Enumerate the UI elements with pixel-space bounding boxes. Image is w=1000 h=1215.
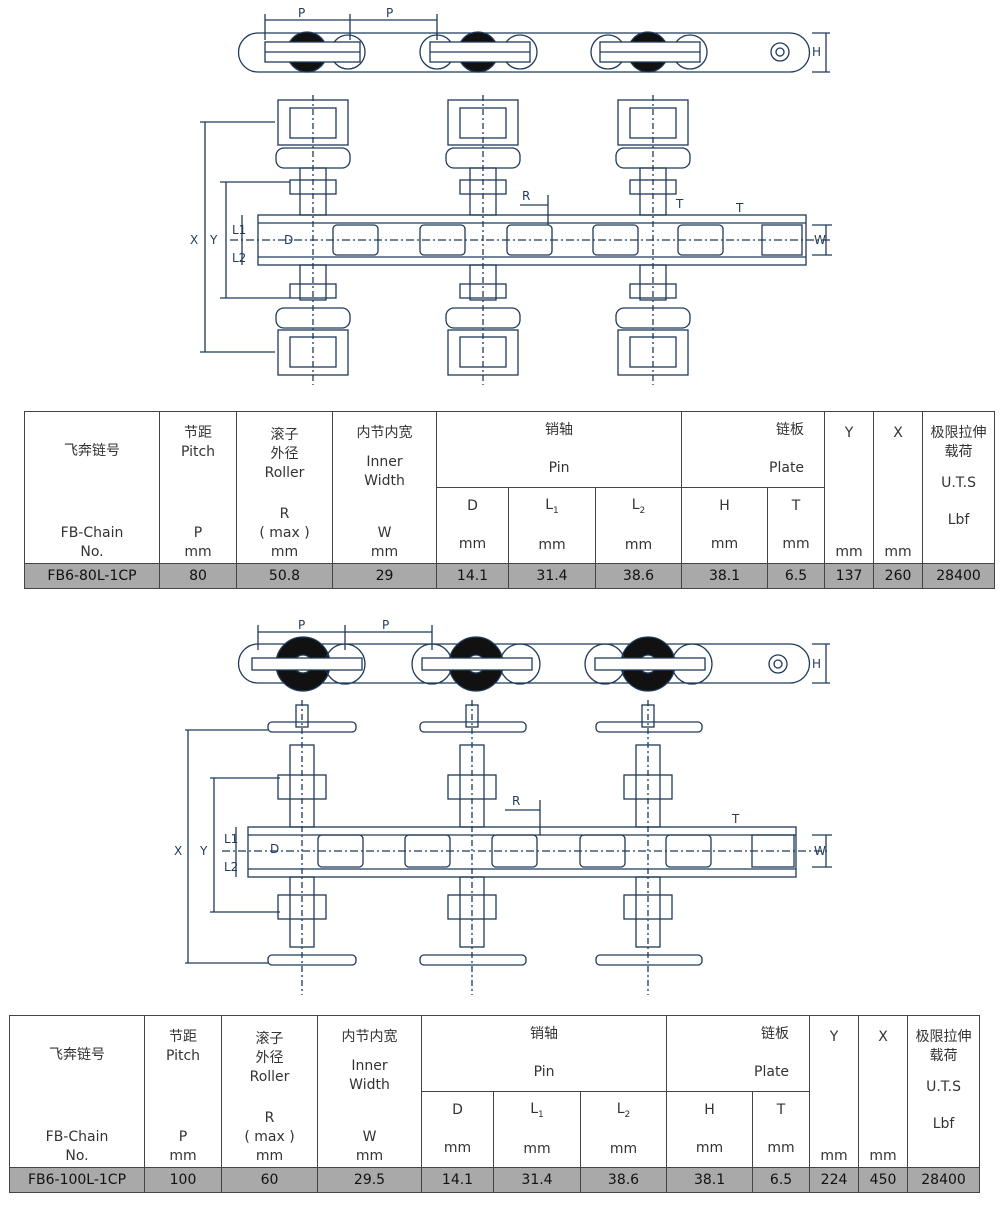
hdr-x: X mm (858, 1015, 909, 1168)
cell-pitch: 100 (144, 1167, 222, 1193)
spec-table-2: 飞奔链号 FB-Chain No. 节距 Pitch P mm (9, 1015, 981, 1193)
label-l2-1: L2 (232, 251, 246, 265)
cell-roller: 50.8 (236, 563, 333, 589)
cell-y: 224 (809, 1167, 860, 1193)
attachment-side-2-2 (419, 700, 527, 995)
label-x-1: X (190, 233, 198, 247)
chain-side-view (200, 95, 832, 385)
cell-roller: 60 (221, 1167, 318, 1193)
hdr-uts: 极限拉伸 载荷 U.T.S Lbf (922, 411, 996, 564)
hdr-uts: 极限拉伸 载荷 U.T.S Lbf (907, 1015, 981, 1168)
label-height-2: H (812, 657, 821, 671)
cell-width: 29 (332, 563, 437, 589)
attachment-top-2-2 (411, 636, 541, 692)
cell-uts: 28400 (907, 1167, 981, 1193)
cell-h: 38.1 (681, 563, 769, 589)
cell-t: 6.5 (752, 1167, 811, 1193)
label-t-2: T (731, 812, 740, 826)
hdr-pitch: 节距 Pitch P mm (159, 411, 237, 564)
cell-l1: 31.4 (508, 563, 596, 589)
hdr-pin: 销轴 Pin (420, 1015, 668, 1092)
label-r-1: R (522, 189, 530, 203)
label-r-2: R (512, 794, 520, 808)
hdr-x: X mm (873, 411, 924, 564)
label-t-1a: T (675, 197, 684, 211)
chain-top-view (237, 14, 830, 73)
label-pitch-2: P (386, 6, 393, 20)
label-x-2: X (174, 844, 182, 858)
hdr-pin: 销轴 Pin (435, 411, 683, 488)
hdr-y: Y mm (809, 1015, 860, 1168)
cell-pitch: 80 (159, 563, 237, 589)
attachment-top-3 (590, 31, 708, 73)
spec-table-1: 飞奔链号 FB-Chain No. 节距 Pitch P mm (24, 411, 996, 589)
hdr-plate: 链板 Plate (666, 1015, 811, 1092)
label-y-2: Y (199, 844, 208, 858)
attachment-side-2 (445, 95, 521, 385)
hdr-pitch: 节距 Pitch P mm (144, 1015, 222, 1168)
cell-x: 450 (858, 1167, 909, 1193)
hdr-model: 飞奔链号 FB-Chain No. (9, 1015, 145, 1168)
hdr-width: 内节内宽 Inner Width W mm (317, 1015, 422, 1168)
cell-h: 38.1 (666, 1167, 754, 1193)
attachment-side-2-1 (267, 700, 357, 995)
hdr-roller: 滚子 外径 Roller R ( max ) mm (236, 411, 333, 564)
label-t-1b: T (735, 201, 744, 215)
cell-model: FB6-100L-1CP (9, 1167, 145, 1193)
cell-l2: 38.6 (594, 563, 683, 589)
chain-drawing-2: P P H (0, 605, 1000, 1005)
label-w-1: W (814, 233, 826, 247)
cell-t: 6.5 (767, 563, 826, 589)
label-w-2: W (814, 844, 826, 858)
table-row: FB6-80L-1CP 80 50.8 29 14.1 31.4 38.6 38… (24, 563, 996, 589)
label-pitch-2b: P (382, 618, 389, 632)
cell-d: 14.1 (436, 563, 509, 589)
label-d-2: D (270, 842, 279, 856)
chain-top-view-2 (237, 625, 830, 692)
label-l2-2: L2 (224, 860, 238, 874)
chain-drawing-1: P P H (0, 0, 1000, 400)
label-height: H (812, 45, 821, 59)
cell-l1: 31.4 (493, 1167, 581, 1193)
attachment-side-3 (615, 95, 691, 385)
attachment-top-2-3 (584, 636, 713, 692)
label-y-1: Y (209, 233, 218, 247)
attachment-top-2 (419, 31, 538, 73)
hdr-roller: 滚子 外径 Roller R ( max ) mm (221, 1015, 318, 1168)
attachment-side-1 (275, 95, 351, 385)
label-l1-2: L1 (224, 832, 238, 846)
cell-uts: 28400 (922, 563, 996, 589)
cell-width: 29.5 (317, 1167, 422, 1193)
hdr-model: 飞奔链号 FB-Chain No. (24, 411, 160, 564)
label-d-1: D (284, 233, 293, 247)
attachment-top-1 (264, 31, 366, 73)
label-pitch-1: P (298, 6, 305, 20)
attachment-top-2-1 (251, 636, 366, 692)
attachment-side-2-3 (595, 700, 703, 995)
chain-side-view-2 (185, 700, 832, 995)
cell-x: 260 (873, 563, 924, 589)
hdr-width: 内节内宽 Inner Width W mm (332, 411, 437, 564)
hdr-y: Y mm (824, 411, 875, 564)
table-row: FB6-100L-1CP 100 60 29.5 14.1 31.4 38.6 … (9, 1167, 981, 1193)
cell-l2: 38.6 (579, 1167, 668, 1193)
cell-y: 137 (824, 563, 875, 589)
cell-model: FB6-80L-1CP (24, 563, 160, 589)
label-pitch-2a: P (298, 618, 305, 632)
cell-d: 14.1 (421, 1167, 494, 1193)
hdr-plate: 链板 Plate (681, 411, 826, 488)
label-l1-1: L1 (232, 223, 246, 237)
